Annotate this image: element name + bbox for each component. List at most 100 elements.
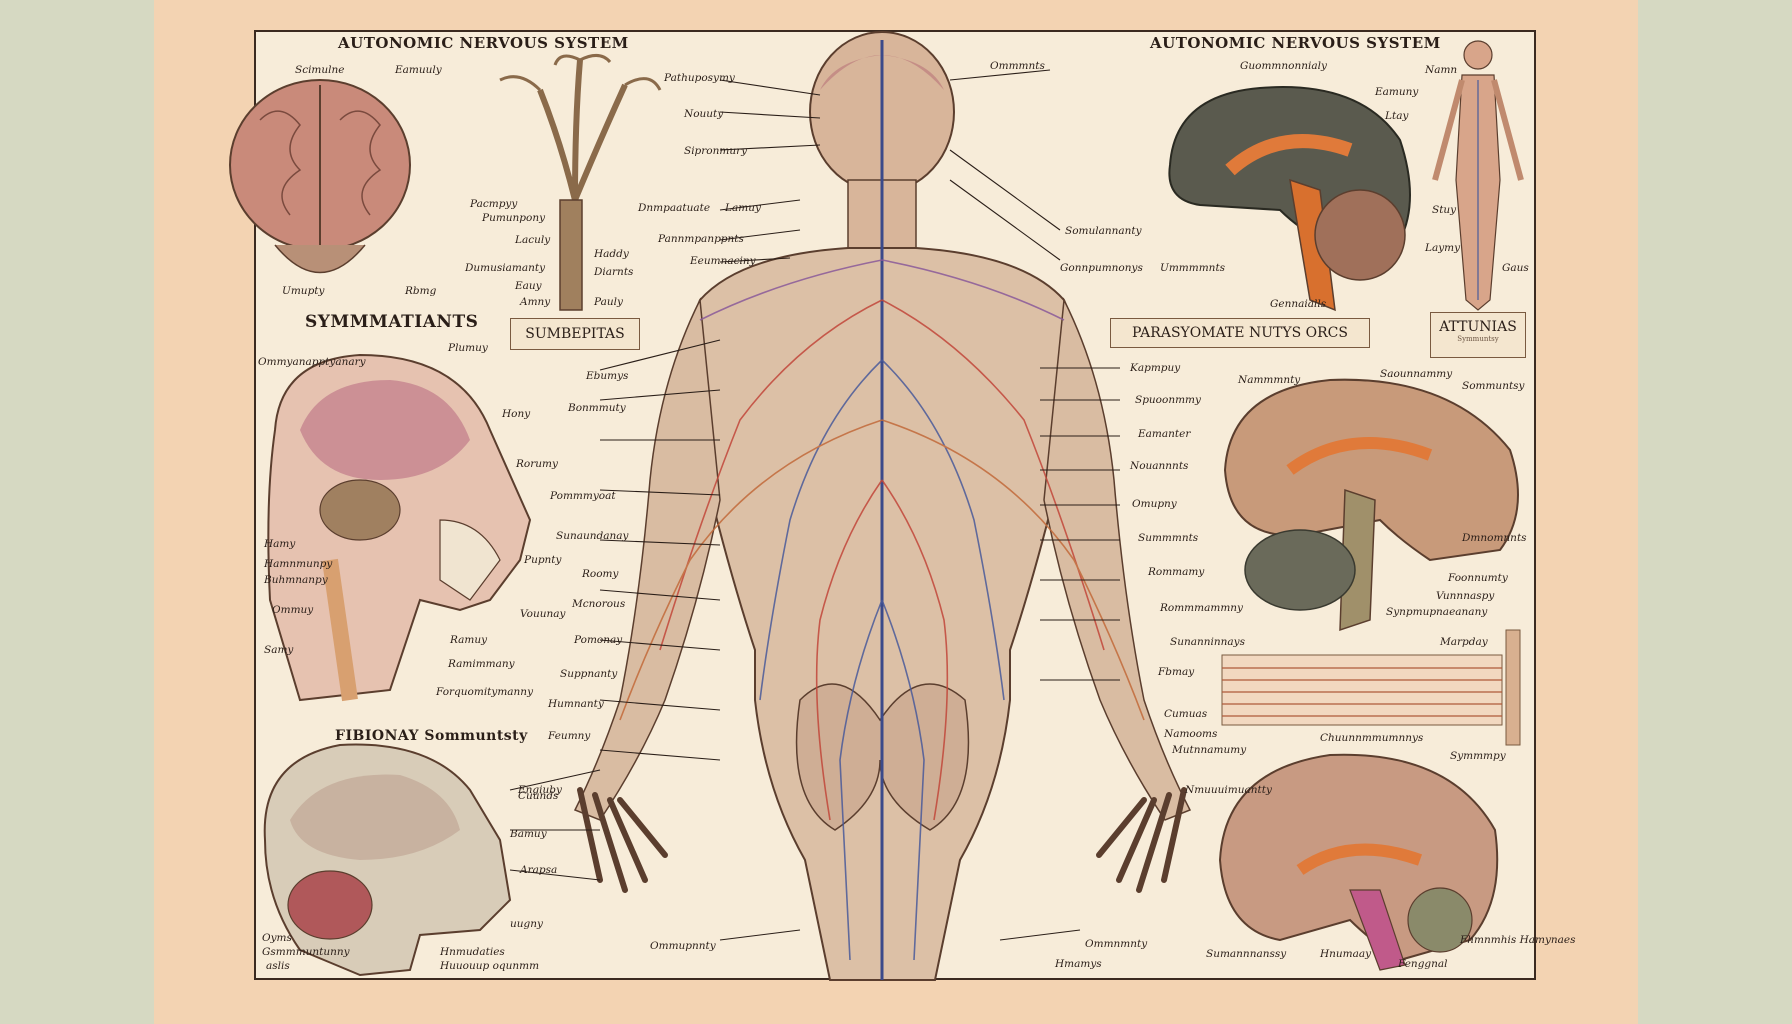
brain-middle-right [1223,378,1519,632]
label: Saounnammy [1380,368,1453,380]
label: Sommuntsy [1462,380,1525,392]
label: Stuy [1432,204,1457,216]
nerve-tree [499,54,662,311]
label: Lamuy [725,202,761,214]
label: Umupty [282,285,325,297]
label: Kapmpuy [1130,362,1181,374]
label: Ramimmany [448,658,515,670]
label: Fenggnal [1398,958,1448,970]
label: Sunanninnays [1170,636,1245,648]
skull-bottom-left [263,743,512,977]
label: Arapsa [520,864,558,876]
label: Mcnorous [572,598,626,610]
label: Dnmpaatuate [638,202,711,214]
label: Sipronmury [684,145,748,157]
nerve-strip-diagram [1221,629,1521,746]
label: Nmuuuimuantty [1185,784,1272,796]
label: Hnumaay [1320,948,1372,960]
label: Feumny [548,730,591,742]
label: Ommupnnty [650,940,716,952]
label: Hamy [264,538,296,550]
label: Suppnanty [560,668,618,680]
label: Ommuy [272,604,314,616]
brain-bottom-right [1218,753,1499,971]
brain-top-left [229,79,411,274]
label: Humnanty [548,698,604,710]
label: Roomy [582,568,619,580]
label: Pupnty [524,554,562,566]
title-left: AUTONOMIC NERVOUS SYSTEM [338,34,629,52]
label: Laymy [1425,242,1461,254]
plaque-right-title: ATTUNIAS [1439,319,1517,335]
label: Laculy [515,234,551,246]
label: Eamuny [1375,86,1419,98]
label: Gsmmmuntunny [262,946,350,958]
label: Gonnpumnonys [1060,262,1143,274]
label: Gennaialls [1270,298,1327,310]
label: Sunaundanay [556,530,629,542]
label: Nouuty [684,108,724,120]
leader-lines [509,69,1120,941]
label: Bamuy [510,828,547,840]
label: Cuunds [518,790,559,802]
label: Marpday [1440,636,1488,648]
label: Ltay [1385,110,1409,122]
label: Huuouup oqunmm [440,960,540,972]
plaque-right-subtitle: Symmuntsy [1457,335,1499,343]
label: Rommmammny [1160,602,1243,614]
label: aslis [266,960,290,972]
label: Pomonay [574,634,623,646]
label: Pommmyoat [550,490,616,502]
label: Sumannnanssy [1206,948,1287,960]
label: Ummmmnts [1160,262,1226,274]
label: Symmmpy [1450,750,1506,762]
label: Chuunnmmumnnys [1320,732,1424,744]
label: Eamuuly [395,64,442,76]
label: Eauy [515,280,542,292]
label: Vunnnaspy [1436,590,1495,602]
heading-sympathetic: SYMMMATIANTS [305,312,479,332]
label: Foonnumty [1448,572,1508,584]
label: Buhmnanpy [264,574,328,586]
label: Hamnmunpy [264,558,333,570]
label: Oyms [262,932,292,944]
label: uugny [510,918,543,930]
label: Engiuby [518,784,562,796]
label: Summmnts [1138,532,1199,544]
label: Dumusiamanty [465,262,546,274]
label: Spuoonmmy [1135,394,1201,406]
standing-figure [1432,40,1524,311]
label: Fbmay [1158,666,1195,678]
label: Cumuas [1164,708,1208,720]
label: Gaus [1502,262,1529,274]
label: Scimulne [295,64,345,76]
label: Bonmmuty [568,402,626,414]
brain-top-right [1168,86,1411,312]
label: Pannmpanppnts [658,233,744,245]
label: Diarnts [594,266,634,278]
label: Plumuy [448,342,488,354]
label: Somulannanty [1065,225,1142,237]
label: Forquomitymanny [436,686,533,698]
label: Eamanter [1138,428,1191,440]
label: Ommmnts [990,60,1045,72]
label: Rommamy [1148,566,1205,578]
head-section-left [267,353,532,702]
central-figure [573,31,1192,981]
label: Hony [502,408,531,420]
label: Ommnmnty [1085,938,1148,950]
label: Pathuposymy [664,72,735,84]
label: Samy [264,644,294,656]
plaque-left: SUMBEPITAS [510,318,640,350]
heading-pulmonary: FIBIONAY Sommuntsty [335,728,528,744]
label: Omupny [1132,498,1177,510]
label: Amny [520,296,551,308]
label: Vouunay [520,608,566,620]
plaque-right: ATTUNIAS Symmuntsy [1430,312,1526,358]
label: Dmnomnnts [1462,532,1527,544]
label: Pauly [594,296,623,308]
plaque-center: PARASYOMATE NUTYS ORCS [1110,318,1370,348]
label: Nammmnty [1238,374,1301,386]
label: Rbmg [405,285,437,297]
